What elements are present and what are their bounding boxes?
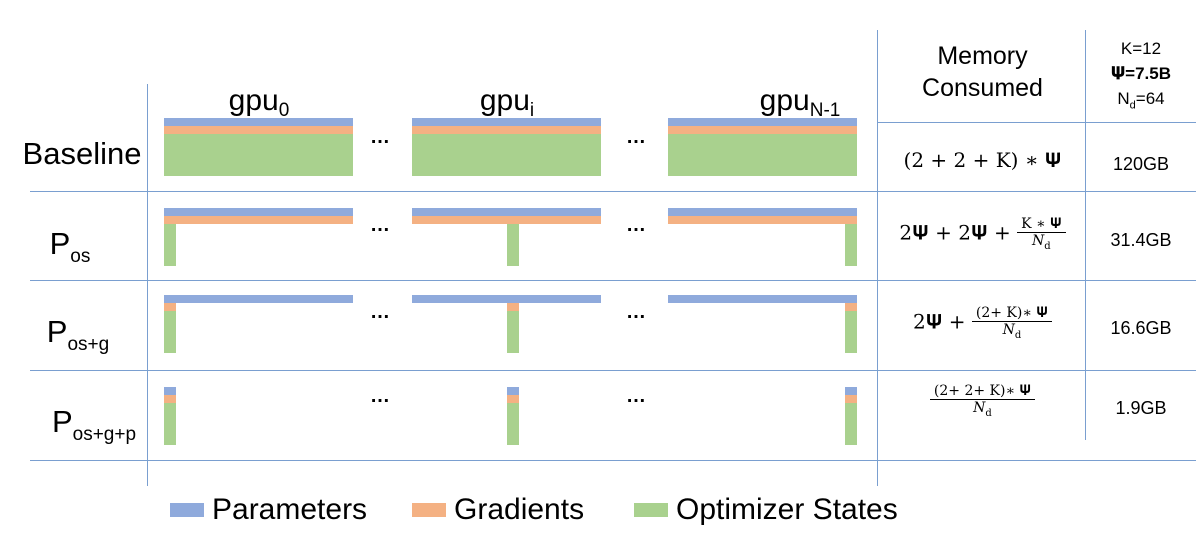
- posgp-gpun-optimizer: [845, 403, 857, 445]
- legend-gradients: Gradients: [412, 493, 584, 527]
- memory-divider: [877, 30, 878, 486]
- ellipsis-baseline-1: …: [370, 126, 391, 148]
- pos-gpun-gradients: [668, 216, 857, 224]
- formula-baseline: (2 + 2 + K) ∗ 𝚿: [903, 148, 1062, 172]
- memory-consumed-header: Memory Consumed: [922, 42, 1043, 102]
- baseline-gpun-gradients: [668, 126, 857, 134]
- baseline-gpu0-gradients: [164, 126, 353, 134]
- values-divider: [1085, 30, 1086, 440]
- ellipsis-pos-1: …: [370, 214, 391, 236]
- baseline-bars: [164, 118, 857, 176]
- ellipsis-posgp-2: …: [626, 385, 647, 407]
- row-label-baseline: Baseline: [22, 136, 142, 171]
- posgp-gpui-gradients: [507, 395, 519, 403]
- posg-gpun-optimizer: [845, 311, 857, 353]
- value-baseline: 120GB: [1112, 154, 1170, 174]
- pos-gpui-optimizer: [507, 224, 519, 266]
- optimizer-swatch: [634, 503, 668, 517]
- ellipsis-posg-2: …: [626, 301, 647, 323]
- left-divider: [147, 84, 148, 486]
- pos-gpun-parameters: [668, 208, 857, 216]
- ellipsis-pos-2: …: [626, 214, 647, 236]
- row-divider-3: [30, 370, 1196, 371]
- value-pos-g: 16.6GB: [1110, 318, 1172, 338]
- posgp-gpui-parameters: [507, 387, 519, 395]
- baseline-gpui-gradients: [412, 126, 601, 134]
- pos-g-p-bars: [164, 387, 857, 445]
- baseline-gpun-optimizer: [668, 134, 857, 176]
- pos-gpui-parameters: [412, 208, 601, 216]
- gpu-i-header: gpui: [479, 84, 535, 121]
- parameters-swatch: [170, 503, 204, 517]
- row-divider-1: [30, 191, 1196, 192]
- row-divider-2: [30, 280, 1196, 281]
- posg-gpu0-optimizer: [164, 311, 176, 353]
- posgp-gpui-optimizer: [507, 403, 519, 445]
- posg-gpui-optimizer: [507, 311, 519, 353]
- legend-parameters: Parameters: [170, 493, 367, 527]
- pos-bars: [164, 208, 857, 266]
- posg-gpu0-parameters: [164, 295, 353, 303]
- posg-gpun-parameters: [668, 295, 857, 303]
- baseline-gpun-parameters: [668, 118, 857, 126]
- posg-gpui-parameters: [412, 295, 601, 303]
- posg-gpu0-gradients: [164, 303, 176, 311]
- row-label-pos: Pos: [49, 226, 91, 267]
- pos-gpui-gradients: [412, 216, 601, 224]
- parameter-settings: K=12 𝚿=7.5B Nd=64: [1088, 36, 1194, 118]
- value-pos-g-p: 1.9GB: [1115, 398, 1167, 418]
- nd-param: Nd=64: [1117, 89, 1165, 112]
- pos-gpun-optimizer: [845, 224, 857, 266]
- posgp-gpun-parameters: [845, 387, 857, 395]
- pos-gpu0-gradients: [164, 216, 353, 224]
- baseline-gpu0-optimizer: [164, 134, 353, 176]
- gradients-swatch: [412, 503, 446, 517]
- posgp-gpu0-parameters: [164, 387, 176, 395]
- row-label-pos-g: Pos+g: [46, 314, 110, 355]
- row-divider-header: [877, 122, 1196, 123]
- gpu-n-header: gpuN-1: [759, 84, 841, 121]
- posg-gpui-gradients: [507, 303, 519, 311]
- ellipsis-posgp-1: …: [370, 385, 391, 407]
- gpu-0-header: gpu0: [228, 84, 290, 121]
- baseline-gpu0-parameters: [164, 118, 353, 126]
- posgp-gpu0-optimizer: [164, 403, 176, 445]
- value-pos: 31.4GB: [1110, 230, 1172, 250]
- baseline-gpui-parameters: [412, 118, 601, 126]
- posgp-gpun-gradients: [845, 395, 857, 403]
- row-label-pos-g-p: Pos+g+p: [51, 404, 137, 445]
- psi-param: 𝚿=7.5B: [1111, 64, 1171, 83]
- legend-optimizer: Optimizer States: [634, 493, 898, 527]
- pos-gpu0-parameters: [164, 208, 353, 216]
- pos-gpu0-optimizer: [164, 224, 176, 266]
- baseline-gpui-optimizer: [412, 134, 601, 176]
- posg-gpun-gradients: [845, 303, 857, 311]
- ellipsis-baseline-2: …: [626, 126, 647, 148]
- k-param: K=12: [1120, 39, 1162, 58]
- row-divider-4: [30, 460, 1196, 461]
- ellipsis-posg-1: …: [370, 301, 391, 323]
- posgp-gpu0-gradients: [164, 395, 176, 403]
- pos-g-bars: [164, 295, 857, 353]
